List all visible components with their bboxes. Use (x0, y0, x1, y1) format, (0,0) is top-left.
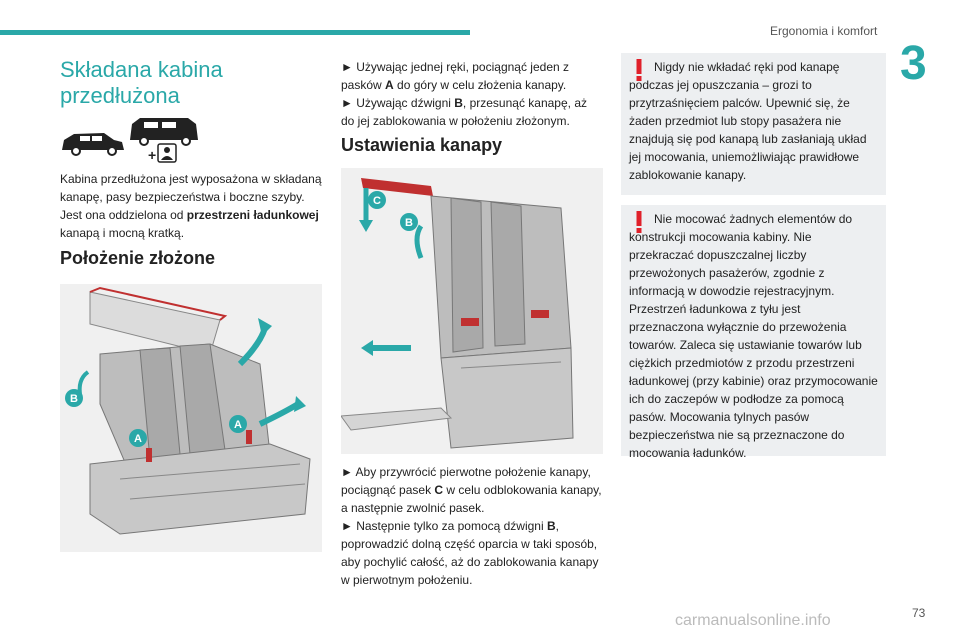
folded-steps: ► Używając jednej ręki, pociągnąć jeden … (341, 60, 587, 128)
figure-label-c: C (373, 195, 381, 207)
bench-settings-illustration: C B (340, 168, 603, 454)
watermark: carmanualsonline.info (675, 612, 831, 629)
figure-label-a2: A (234, 419, 242, 431)
section-title: Składana kabina przedłużona (60, 57, 223, 108)
figure-label-b: B (70, 393, 78, 405)
chapter-number: 3 (900, 37, 927, 90)
page-number: 73 (912, 606, 926, 620)
vehicle-versions-icon: + (62, 118, 198, 163)
folded-position-title: Położenie złożone (60, 248, 216, 268)
warning-exclamation-icon (636, 211, 642, 233)
warning-note-text: Nie mocować żadnych elementów do konstru… (629, 212, 878, 460)
warning-note-1: Nigdy nie wkładać ręki pod kanapę podcza… (621, 53, 886, 195)
svg-text:+: + (148, 147, 156, 163)
settings-steps: ► Aby przywrócić pierwotne położenie kan… (341, 465, 602, 587)
warning-note-text: Nigdy nie wkładać ręki pod kanapę podcza… (629, 60, 867, 182)
figure-label-b2: B (405, 217, 413, 229)
chapter-title: Ergonomia i komfort (770, 24, 878, 38)
section-intro: Kabina przedłużona jest wyposażona w skł… (60, 172, 322, 240)
warning-exclamation-icon (636, 59, 642, 81)
folded-bench-illustration: A A B (60, 284, 322, 552)
header-accent-bar (0, 30, 470, 35)
figure-label-a1: A (134, 433, 142, 445)
warning-note-2: Nie mocować żadnych elementów do konstru… (621, 205, 886, 460)
bench-settings-title: Ustawienia kanapy (341, 135, 503, 155)
